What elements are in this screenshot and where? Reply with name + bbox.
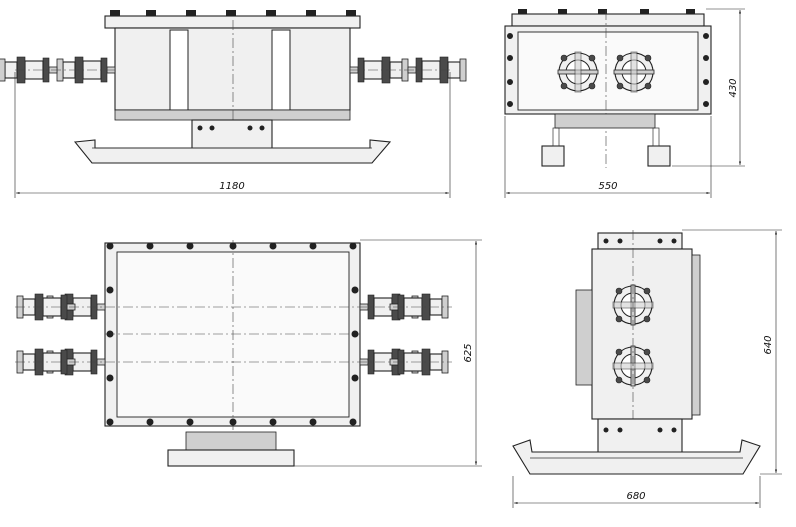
dimension-550: 550 [598, 181, 617, 192]
end-skid [512, 439, 761, 475]
dimension-1180: 1180 [219, 181, 244, 192]
end-view: 680 640 [512, 229, 782, 508]
dimension-640: 640 [763, 335, 774, 354]
dimension-680: 680 [626, 491, 645, 502]
side-view: 550 430 [504, 8, 745, 198]
top-view: 625 [15, 239, 482, 467]
front-view: 1180 [0, 10, 467, 198]
front-lid [104, 15, 361, 29]
front-body [114, 27, 351, 111]
front-skid [73, 139, 392, 164]
end-body [591, 248, 693, 420]
dimension-625: 625 [463, 343, 474, 362]
dimension-430: 430 [728, 78, 739, 97]
